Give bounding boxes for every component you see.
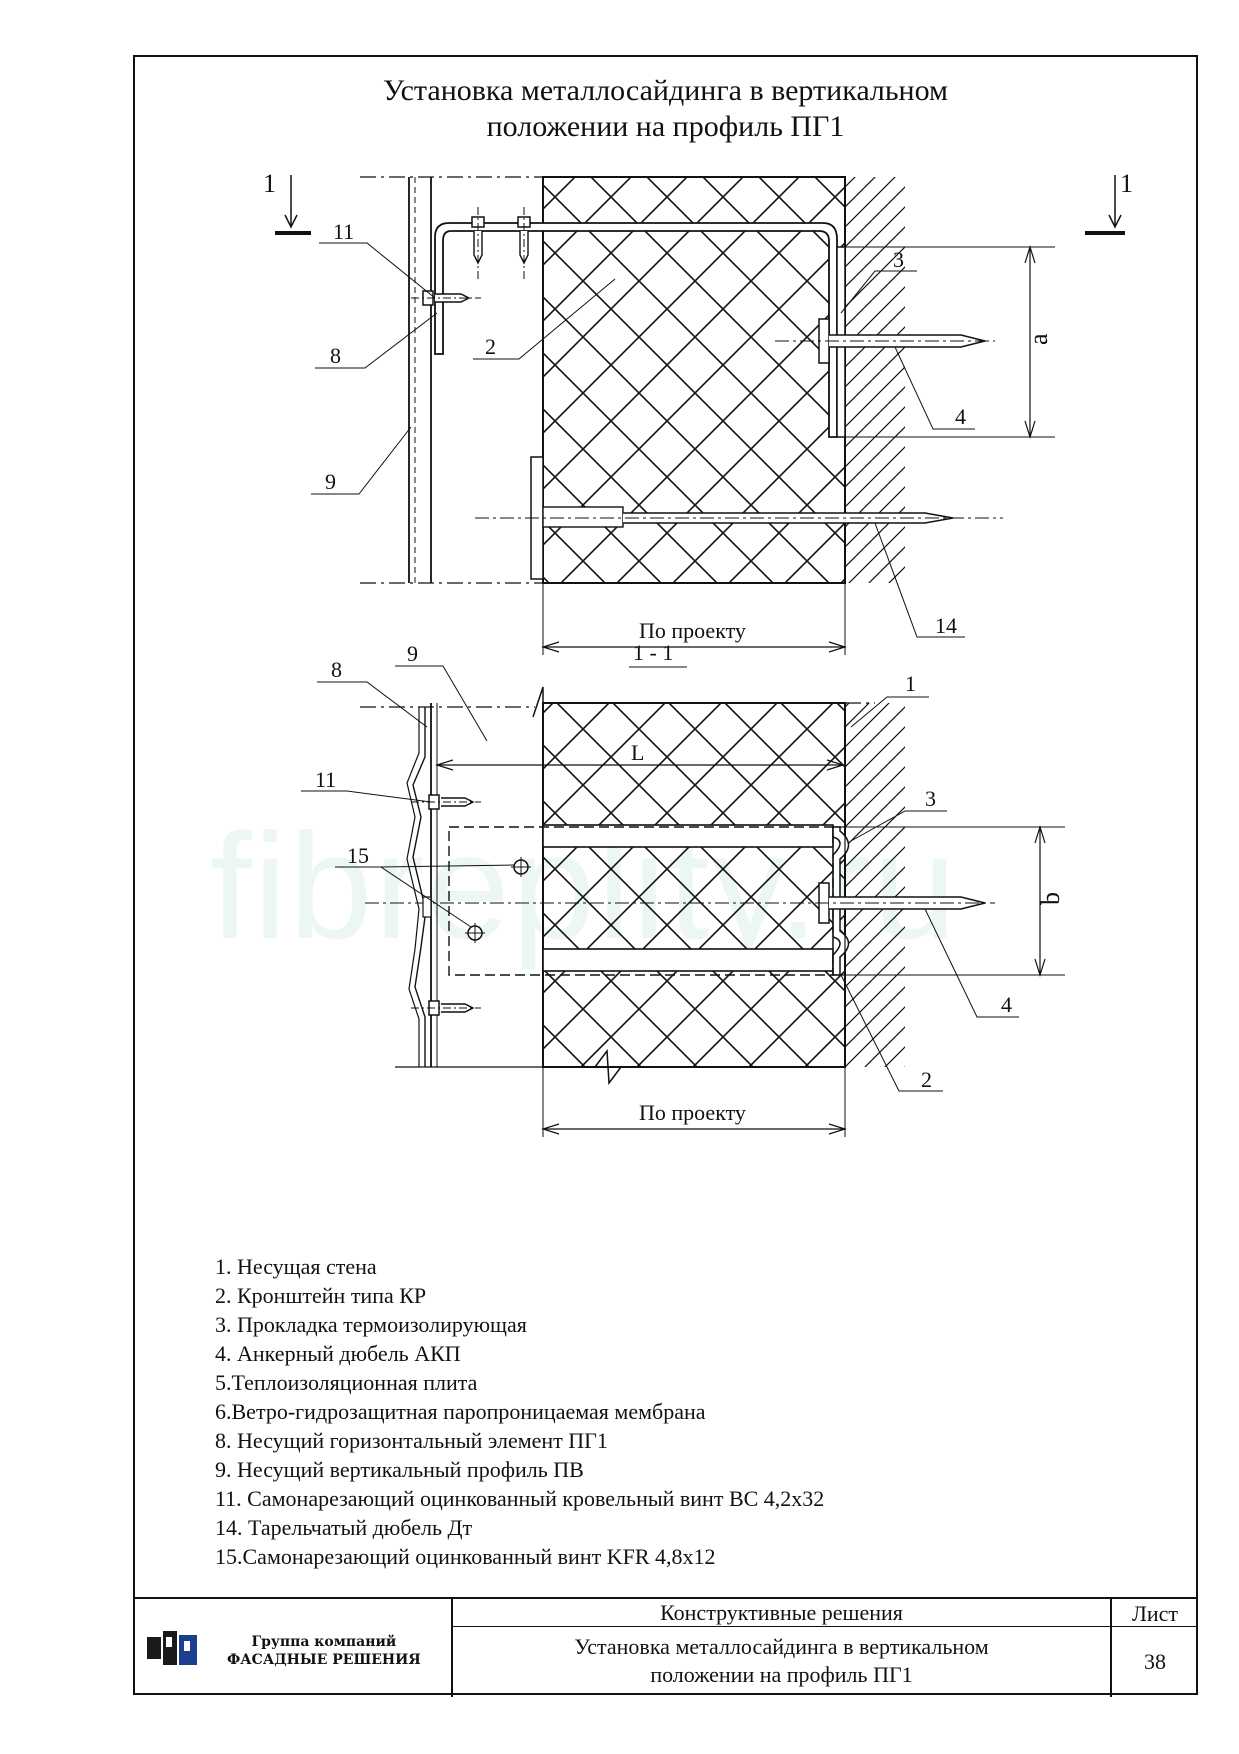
drawing-sheet: Установка металлосайдинга в вертикальном… — [133, 55, 1198, 1697]
company-logo-cell: Группа компаний ФАСАДНЫЕ РЕШЕНИЯ — [135, 1599, 453, 1697]
section-mark-right-label: 1 — [1120, 169, 1133, 198]
callout-11-section: 11 — [301, 767, 432, 803]
section-mark-left-label: 1 — [263, 169, 276, 198]
legend-item: 1. Несущая стена — [215, 1254, 377, 1279]
callout-8-top: 8 — [315, 312, 438, 369]
drawing-title-line2: положении на профиль ПГ1 — [486, 110, 845, 143]
company-name-line1: Группа компаний — [251, 1634, 397, 1650]
bracket-kr-top — [434, 222, 838, 438]
callout-1-section: 1 — [850, 671, 929, 728]
company-name-line2: ФАСАДНЫЕ РЕШЕНИЯ — [227, 1652, 421, 1668]
legend-item: 4. Анкерный дюбель АКП — [215, 1341, 461, 1366]
callout-9-section: 9 — [395, 641, 488, 742]
title-block-description-line1: Установка металлосайдинга в вертикальном — [574, 1634, 989, 1659]
insulation-block-section — [542, 702, 846, 1068]
screw-15-upper — [511, 857, 531, 877]
section-1-1-title: 1 - 1 — [633, 640, 673, 665]
callout-2-top-label: 2 — [485, 334, 496, 359]
dimension-top-width-label: По проекту — [639, 618, 746, 643]
legend-item: 6.Ветро-гидрозащитная паропроницаемая ме… — [215, 1399, 706, 1424]
drawing-title-line1: Установка металлосайдинга в вертикальном — [382, 74, 949, 107]
callout-11-section-label: 11 — [315, 767, 336, 792]
callout-8-top-label: 8 — [330, 343, 341, 368]
wall-section — [845, 703, 905, 1067]
screw-11-top — [411, 290, 481, 306]
legend-list: 1. Несущая стена 2. Кронштейн типа КР 3.… — [215, 1252, 824, 1571]
callout-9-top-label: 9 — [325, 469, 336, 494]
screw-bracket-1 — [471, 207, 485, 281]
callout-4-section: 4 — [924, 908, 1019, 1018]
callout-2-section-label: 2 — [921, 1067, 932, 1092]
title-block-description-line2: положении на профиль ПГ1 — [650, 1662, 913, 1687]
callout-14-top-label: 14 — [935, 613, 957, 638]
title-block-description: Установка металлосайдинга в вертикальном… — [453, 1627, 1110, 1697]
legend-item: 15.Самонарезающий оцинкованный винт KFR … — [215, 1544, 716, 1569]
anchor-dowel-section — [365, 882, 995, 924]
screw-bracket-2 — [517, 207, 531, 281]
dimension-top-width: По проекту — [540, 583, 848, 655]
screw-15-lower — [465, 923, 485, 943]
anchor-dowel-top — [775, 318, 995, 364]
callout-9-section-label: 9 — [407, 641, 418, 666]
dimension-L: L — [434, 740, 846, 771]
section-view: 1 - 1 — [301, 640, 1065, 1137]
screw-11-section-lower — [411, 1000, 481, 1016]
callout-3-top-label: 3 — [893, 247, 904, 272]
title-block-section: Конструктивные решения — [453, 1599, 1110, 1627]
callout-11-top: 11 — [319, 219, 436, 299]
section-mark-left: 1 — [263, 169, 311, 235]
dimension-a: a — [837, 244, 1055, 440]
callout-3-section: 3 — [850, 786, 947, 842]
callout-2-section: 2 — [840, 974, 943, 1092]
legend-item: 14. Тарельчатый дюбель Дт — [215, 1515, 473, 1540]
title-block-sheet-label: Лист — [1110, 1599, 1198, 1627]
plate-dowel-top — [475, 456, 1003, 580]
callout-8-section-label: 8 — [331, 657, 342, 682]
title-block-sheet-number: 38 — [1110, 1627, 1198, 1697]
dimension-bottom-width: По проекту — [540, 1067, 848, 1137]
dimension-L-label: L — [631, 740, 644, 765]
technical-drawing: 1 1 — [263, 169, 1133, 1137]
callout-15-section-label: 15 — [347, 843, 369, 868]
legend-item: 3. Прокладка термоизолирующая — [215, 1312, 527, 1337]
callout-4-section-label: 4 — [1001, 992, 1012, 1017]
dimension-bottom-width-label: По проекту — [639, 1100, 746, 1125]
legend-item: 8. Несущий горизонтальный элемент ПГ1 — [215, 1428, 608, 1453]
screw-11-section-upper — [411, 794, 481, 810]
vertical-profile-pv — [408, 177, 432, 583]
title-block: Группа компаний ФАСАДНЫЕ РЕШЕНИЯ Констру… — [135, 1597, 1198, 1697]
top-view: 1 1 — [263, 169, 1133, 655]
callout-3-section-label: 3 — [925, 786, 936, 811]
callout-14-top: 14 — [874, 522, 965, 638]
callout-2-top: 2 — [473, 278, 616, 360]
callout-9-top: 9 — [311, 426, 412, 495]
company-logo-icon — [147, 1631, 197, 1665]
dimension-a-label: a — [1024, 333, 1053, 345]
dimension-b: b — [837, 824, 1065, 978]
legend-item: 2. Кронштейн типа КР — [215, 1283, 427, 1308]
dimension-b-label: b — [1036, 892, 1065, 905]
callout-1-section-label: 1 — [905, 671, 916, 696]
callout-3-top: 3 — [840, 247, 917, 314]
callout-8-section: 8 — [317, 657, 428, 728]
company-name: Группа компаний ФАСАДНЫЕ РЕШЕНИЯ — [227, 1633, 421, 1669]
legend-item: 9. Несущий вертикальный профиль ПВ — [215, 1457, 584, 1482]
callout-4-top-label: 4 — [955, 404, 966, 429]
section-mark-right: 1 — [1085, 169, 1133, 235]
legend-item: 11. Самонарезающий оцинкованный кровельн… — [215, 1486, 825, 1511]
callout-15-section: 15 — [335, 843, 516, 928]
callout-4-top: 4 — [894, 346, 975, 430]
callout-11-top-label: 11 — [333, 219, 354, 244]
legend-item: 5.Теплоизоляционная плита — [215, 1370, 478, 1395]
